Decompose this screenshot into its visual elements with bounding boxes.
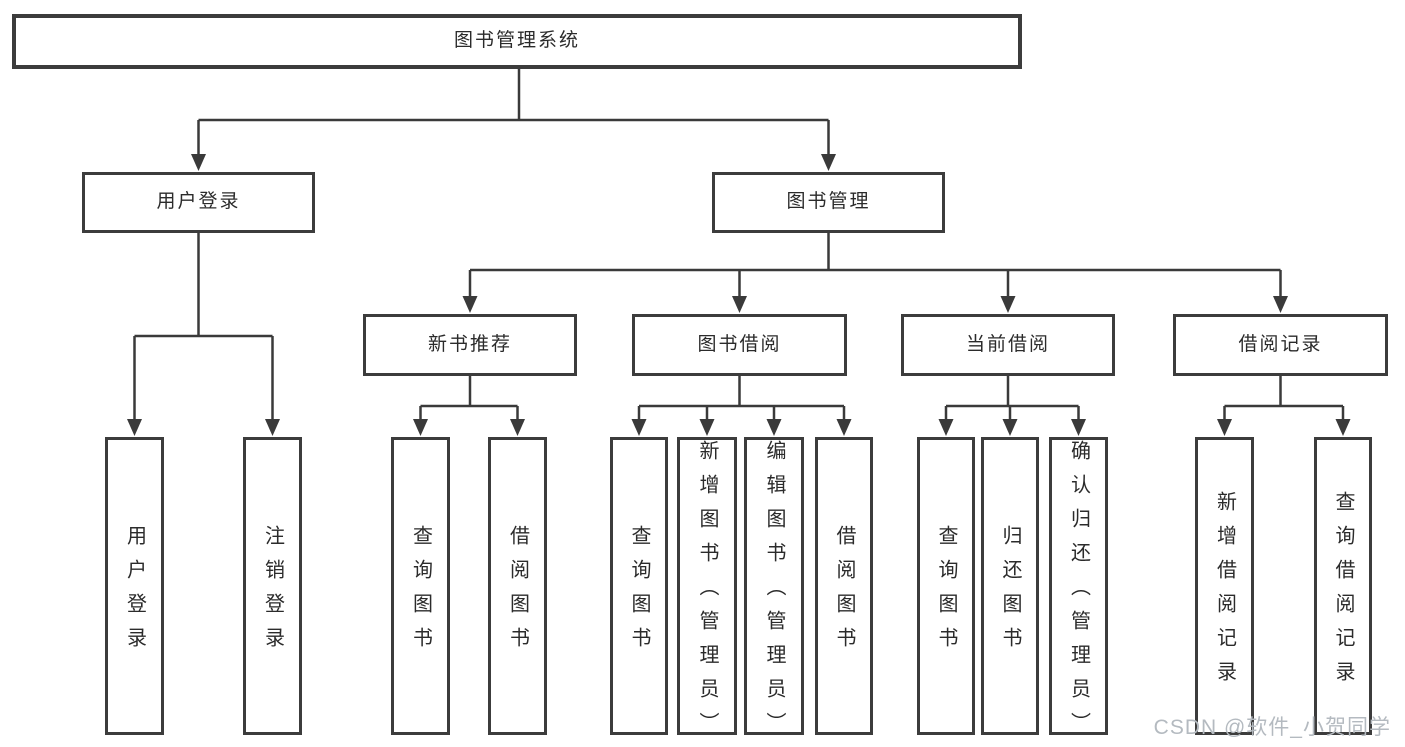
leaf-add-book-admin-label: 新增图书（管理员） [696,440,718,746]
node-new-book-recommendation: 新书推荐 [363,314,577,376]
node-current-borrowing: 当前借阅 [901,314,1115,376]
node-new-book-recommendation-label: 新书推荐 [427,333,512,355]
leaf-borrow-books-borrowing-label: 借阅图书 [833,525,855,661]
node-borrowing-records: 借阅记录 [1173,314,1388,376]
leaf-return-book-label: 归还图书 [999,525,1021,661]
leaf-return-book: 归还图书 [981,437,1039,735]
csdn-watermark: CSDN @软件_小贺同学 [1153,716,1391,739]
leaf-logout-label: 注销登录 [261,525,284,661]
leaf-query-books-current-label: 查询图书 [935,525,957,661]
node-user-login: 用户登录 [82,172,315,233]
node-root-label: 图书管理系统 [453,30,580,52]
leaf-add-book-admin: 新增图书（管理员） [677,437,737,746]
leaf-confirm-return-admin-label: 确认归还（管理员） [1067,440,1090,746]
leaf-query-books-recommend: 查询图书 [391,437,450,735]
leaf-logout: 注销登录 [243,437,302,735]
leaf-query-books-recommend-label: 查询图书 [409,525,432,661]
node-book-management-label: 图书管理 [786,191,871,213]
leaf-edit-book-admin-label: 编辑图书（管理员） [763,440,785,746]
node-borrowing-records-label: 借阅记录 [1238,333,1323,355]
leaf-borrow-books-recommend-label: 借阅图书 [506,525,529,661]
leaf-add-borrow-record: 新增借阅记录 [1195,437,1254,735]
leaf-user-login: 用户登录 [105,437,164,735]
node-book-borrowing-label: 图书借阅 [697,333,782,355]
leaf-query-books-borrowing: 查询图书 [610,437,668,735]
connector-lines [133,69,1345,425]
leaf-query-books-borrowing-label: 查询图书 [628,525,650,661]
leaf-query-borrow-record-label: 查询借阅记录 [1332,491,1354,695]
node-root-system: 图书管理系统 [12,14,1022,69]
node-user-login-label: 用户登录 [156,191,241,213]
leaf-edit-book-admin: 编辑图书（管理员） [744,437,804,746]
leaf-borrow-books-recommend: 借阅图书 [488,437,547,735]
connector-arrowheads [127,154,1351,436]
leaf-query-borrow-record: 查询借阅记录 [1314,437,1372,735]
node-book-management: 图书管理 [712,172,945,233]
leaf-query-books-current: 查询图书 [917,437,975,735]
node-current-borrowing-label: 当前借阅 [965,333,1050,355]
leaf-add-borrow-record-label: 新增借阅记录 [1213,491,1236,695]
leaf-borrow-books-borrowing: 借阅图书 [815,437,873,735]
leaf-confirm-return-admin: 确认归还（管理员） [1049,437,1108,746]
node-book-borrowing: 图书借阅 [632,314,847,376]
leaf-user-login-label: 用户登录 [123,525,146,661]
